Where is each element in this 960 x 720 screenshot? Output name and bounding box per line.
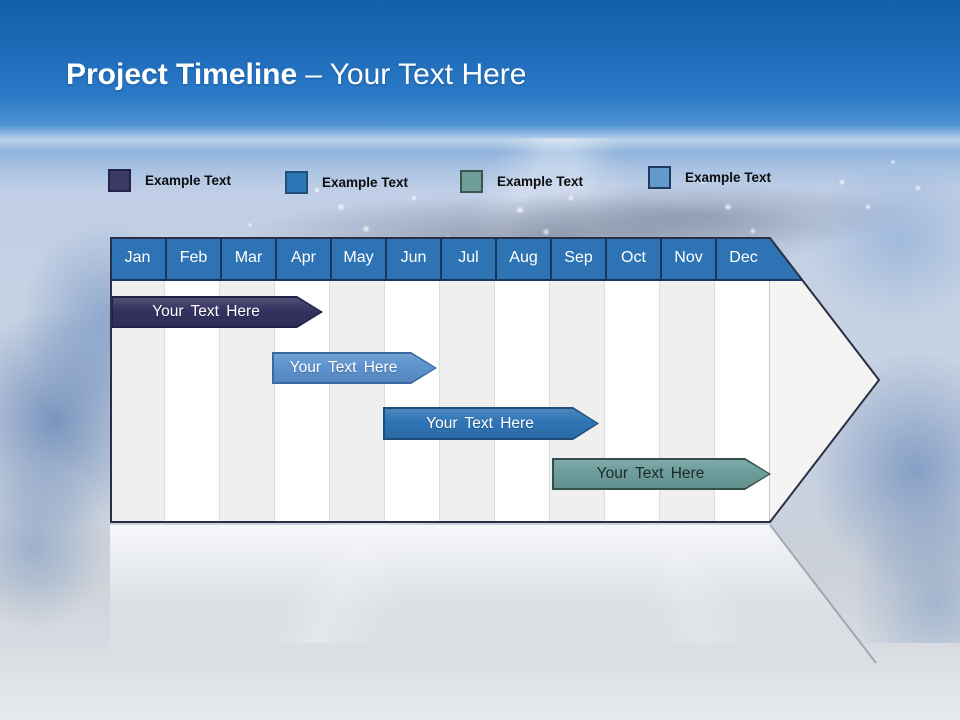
timeline-bar-label: Your Text Here — [596, 465, 705, 482]
timeline-bar-fill: Your Text Here — [274, 354, 435, 382]
month-cell-jul[interactable]: Jul — [440, 237, 495, 279]
month-cell-feb[interactable]: Feb — [165, 237, 220, 279]
legend-swatch-light-blue — [648, 166, 671, 189]
legend-item-1[interactable]: Example Text — [108, 169, 231, 192]
title-primary: Project Timeline — [66, 58, 298, 91]
timeline-bar-label: Your Text Here — [426, 414, 534, 432]
month-cell-apr[interactable]: Apr — [275, 237, 330, 279]
timeline-bar-4[interactable]: Your Text Here — [552, 458, 771, 490]
month-cell-aug[interactable]: Aug — [495, 237, 550, 279]
timeline-bar-3[interactable]: Your Text Here — [383, 407, 599, 440]
arrow-reflection-edge — [769, 525, 877, 664]
legend-label: Example Text — [685, 170, 772, 185]
legend-swatch-blue — [285, 171, 308, 194]
legend-label: Example Text — [497, 174, 584, 189]
column-stripe-may — [330, 281, 385, 523]
month-cell-jun[interactable]: Jun — [385, 237, 440, 279]
timeline-bar-2[interactable]: Your Text Here — [272, 352, 437, 384]
timeline-bar-label: Your Text Here — [152, 303, 260, 320]
month-cell-nov[interactable]: Nov — [660, 237, 715, 279]
legend-swatch-teal — [460, 170, 483, 193]
timeline-bar-fill: Your Text Here — [385, 409, 597, 438]
column-stripe-jun — [385, 281, 440, 523]
table-right-edge — [769, 281, 770, 523]
slide-title[interactable]: Project Timeline– Your Text Here — [66, 58, 526, 92]
month-cell-oct[interactable]: Oct — [605, 237, 660, 279]
legend-swatch-dark-navy — [108, 169, 131, 192]
month-cell-sep[interactable]: Sep — [550, 237, 605, 279]
title-secondary: – Your Text Here — [305, 58, 527, 91]
timeline-bar-label: Your Text Here — [289, 359, 398, 376]
legend-label: Example Text — [145, 173, 232, 188]
timeline-bar-1[interactable]: Your Text Here — [111, 296, 323, 328]
month-cell-dec[interactable]: Dec — [715, 237, 770, 279]
timeline-bar-fill: Your Text Here — [554, 460, 769, 488]
legend-item-3[interactable]: Example Text — [460, 170, 583, 193]
legend-item-4[interactable]: Example Text — [648, 166, 771, 189]
legend-label: Example Text — [322, 175, 409, 190]
month-cell-mar[interactable]: Mar — [220, 237, 275, 279]
legend-item-2[interactable]: Example Text — [285, 171, 408, 194]
arrow-reflection — [110, 525, 880, 675]
column-stripe-aug — [495, 281, 550, 523]
timeline-bar-fill: Your Text Here — [113, 298, 321, 326]
month-cell-jan[interactable]: Jan — [124, 249, 151, 266]
column-stripe-jul — [440, 281, 495, 523]
month-cell-may[interactable]: May — [330, 237, 385, 279]
